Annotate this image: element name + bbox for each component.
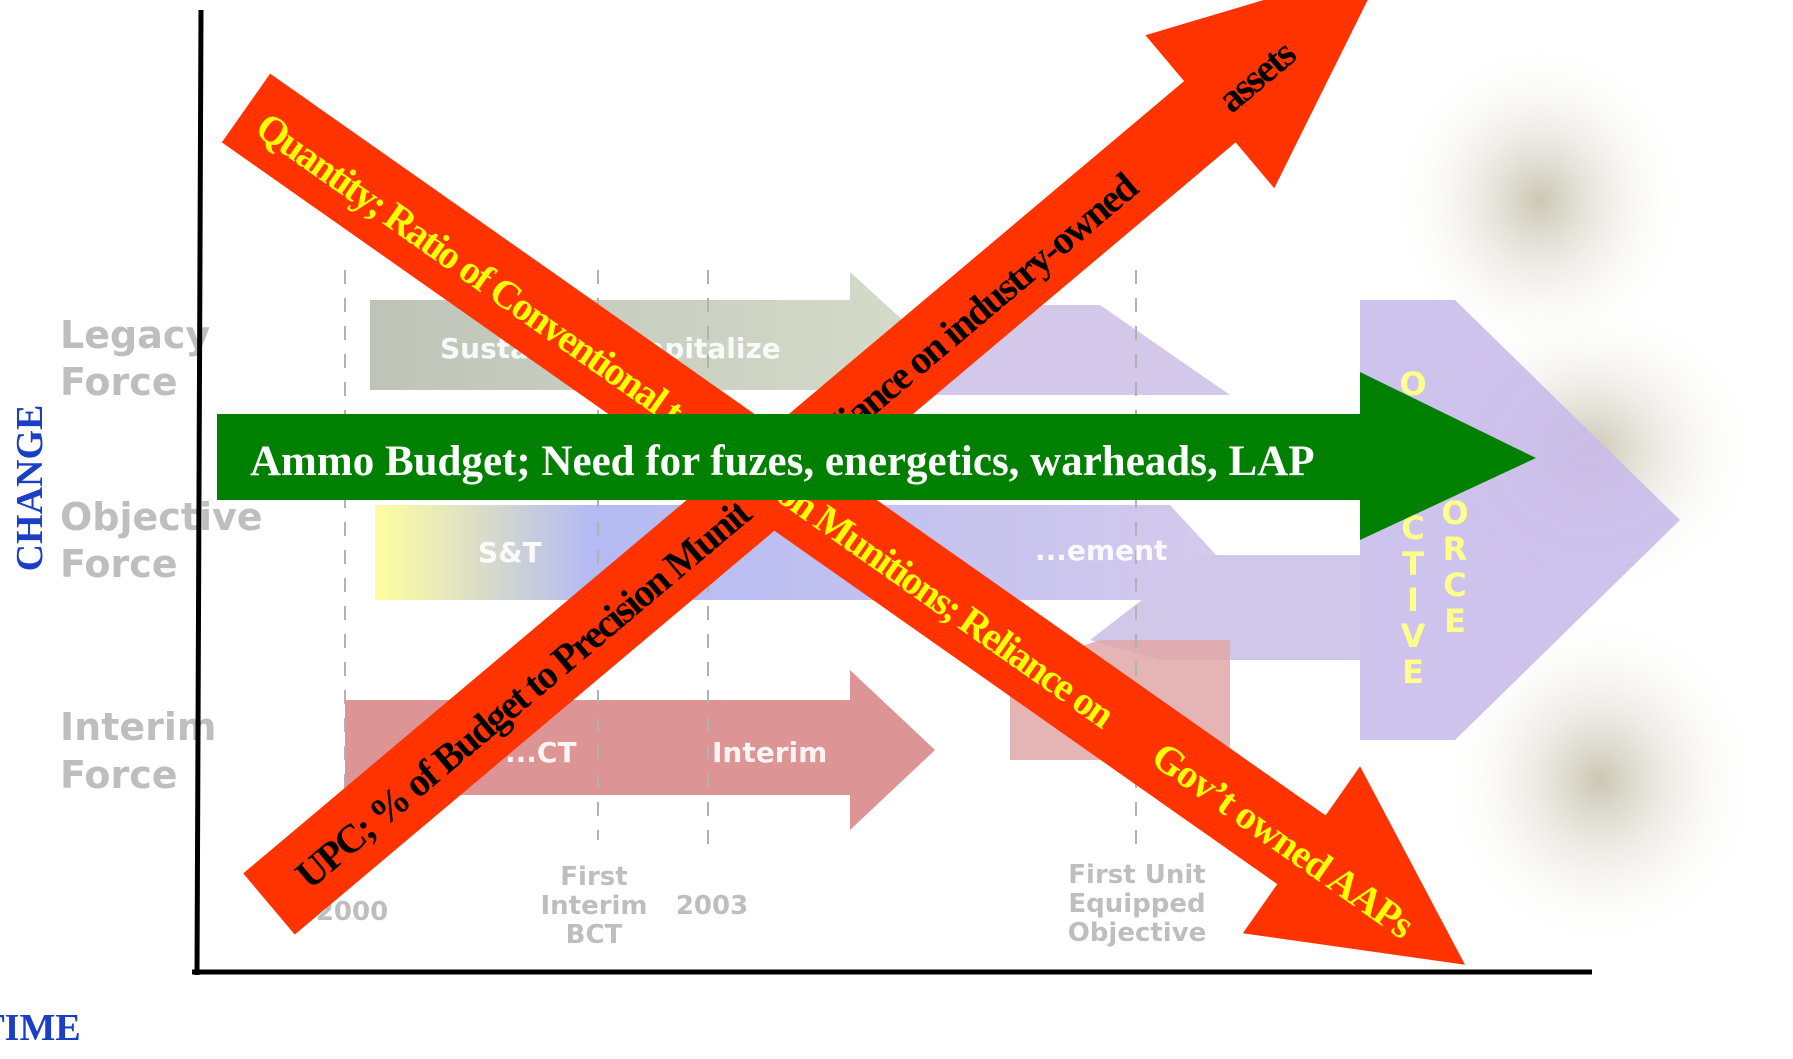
vertical-letter: C — [1401, 509, 1424, 547]
arrow-flat-label: Ammo Budget; Need for fuzes, energetics,… — [250, 438, 1314, 485]
legacy-force-label-line2: Force — [60, 360, 178, 404]
y-axis-label: CHANGE — [9, 405, 51, 572]
x-axis-label: TIME — [0, 1007, 81, 1049]
soldier-image-bottom — [1440, 610, 1760, 950]
first-interim-bct-label-line3: BCT — [566, 920, 623, 950]
vertical-letter: R — [1443, 530, 1468, 568]
vertical-letter: E — [1444, 602, 1466, 640]
vertical-letter: E — [1402, 653, 1424, 691]
arrow-down-right-shape — [221, 73, 1466, 965]
st-bar-label: S&T — [478, 536, 542, 569]
soldier-image-top — [1390, 40, 1690, 360]
first-interim-bct-label-line2: Interim — [540, 891, 647, 921]
first-unit-equipped-label-line3: Objective — [1068, 918, 1207, 948]
vertical-letter: V — [1401, 617, 1426, 655]
vertical-letter: O — [1441, 494, 1468, 532]
legacy-force-label-line1: Legacy — [60, 313, 210, 357]
objective-force-label-line2: Force — [60, 542, 178, 586]
interim-force-label-line1: Interim — [60, 705, 217, 749]
first-unit-equipped-label-line1: First Unit — [1068, 860, 1205, 890]
objective-bar-label: ...ement — [1035, 534, 1167, 567]
y-axis — [194, 9, 204, 976]
year-2003-label: 2003 — [676, 891, 748, 921]
first-unit-equipped-label-line2: Equipped — [1068, 889, 1205, 919]
arrow-flat: Ammo Budget; Need for fuzes, energetics,… — [217, 372, 1536, 540]
objective-bar — [375, 505, 1230, 600]
tech-solutions-bar — [1090, 555, 1360, 660]
interim-force-label-line2: Force — [60, 753, 178, 797]
arrow-flat-shape — [217, 372, 1536, 540]
first-interim-bct-label-line1: First — [560, 862, 627, 892]
vertical-letter: T — [1402, 545, 1424, 583]
vertical-letter: I — [1407, 581, 1419, 619]
objective-force-big-arrow — [1360, 300, 1680, 740]
interim-bar-label: Interim — [712, 736, 827, 769]
vertical-letter: C — [1443, 566, 1466, 604]
objective-force-label-line1: Objective — [60, 495, 263, 539]
